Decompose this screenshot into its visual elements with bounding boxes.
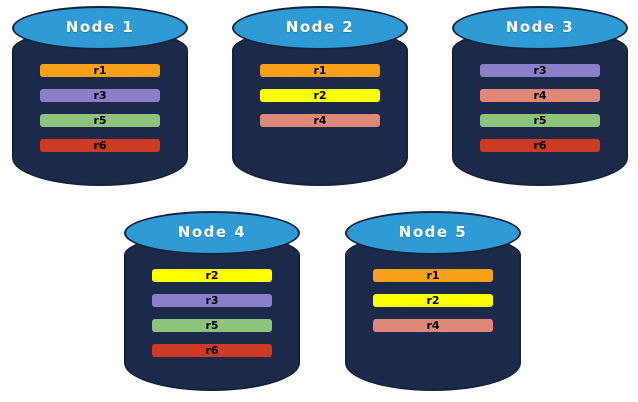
replica-bar-r2[interactable]: r2	[260, 89, 380, 102]
replica-bar-r3[interactable]: r3	[152, 294, 272, 307]
replica-bar-r5[interactable]: r5	[152, 319, 272, 332]
replica-bar-r4[interactable]: r4	[480, 89, 600, 102]
replica-bar-r6[interactable]: r6	[40, 139, 160, 152]
node-title: Node 2	[285, 18, 355, 36]
replica-bar-r6[interactable]: r6	[480, 139, 600, 152]
replica-bar-r3[interactable]: r3	[480, 64, 600, 77]
replica-bar-r1[interactable]: r1	[373, 269, 493, 282]
replica-bar-r5[interactable]: r5	[40, 114, 160, 127]
replica-bar-r1[interactable]: r1	[40, 64, 160, 77]
replica-list: r3 r4 r5 r6	[452, 64, 628, 152]
database-cylinder-node-2[interactable]: Node 2 r1 r2 r4	[232, 6, 408, 186]
cylinder-body	[452, 28, 628, 186]
cylinder-top-ellipse	[345, 211, 521, 255]
replica-bar-r2[interactable]: r2	[152, 269, 272, 282]
node-title: Node 4	[177, 223, 247, 241]
database-cylinder-node-5[interactable]: Node 5 r1 r2 r4	[345, 211, 521, 391]
database-cylinder-node-4[interactable]: Node 4 r2 r3 r5 r6	[124, 211, 300, 391]
replica-bar-r4[interactable]: r4	[260, 114, 380, 127]
node-title: Node 1	[65, 18, 135, 36]
replica-bar-r2[interactable]: r2	[373, 294, 493, 307]
replica-bar-r1[interactable]: r1	[260, 64, 380, 77]
database-cylinder-node-3[interactable]: Node 3 r3 r4 r5 r6	[452, 6, 628, 186]
replica-list: r2 r3 r5 r6	[124, 269, 300, 357]
database-cylinder-node-1[interactable]: Node 1 r1 r3 r5 r6	[12, 6, 188, 186]
cylinder-top-ellipse	[452, 6, 628, 50]
node-title: Node 5	[398, 223, 468, 241]
replica-bar-r5[interactable]: r5	[480, 114, 600, 127]
node-title: Node 3	[505, 18, 575, 36]
cylinder-body	[124, 233, 300, 391]
cylinder-top-ellipse	[124, 211, 300, 255]
replica-list: r1 r3 r5 r6	[12, 64, 188, 152]
replica-list: r1 r2 r4	[232, 64, 408, 127]
cylinder-top-ellipse	[232, 6, 408, 50]
cylinder-top-ellipse	[12, 6, 188, 50]
replica-list: r1 r2 r4	[345, 269, 521, 332]
replica-bar-r4[interactable]: r4	[373, 319, 493, 332]
replica-bar-r3[interactable]: r3	[40, 89, 160, 102]
cylinder-body	[232, 28, 408, 186]
replica-bar-r6[interactable]: r6	[152, 344, 272, 357]
